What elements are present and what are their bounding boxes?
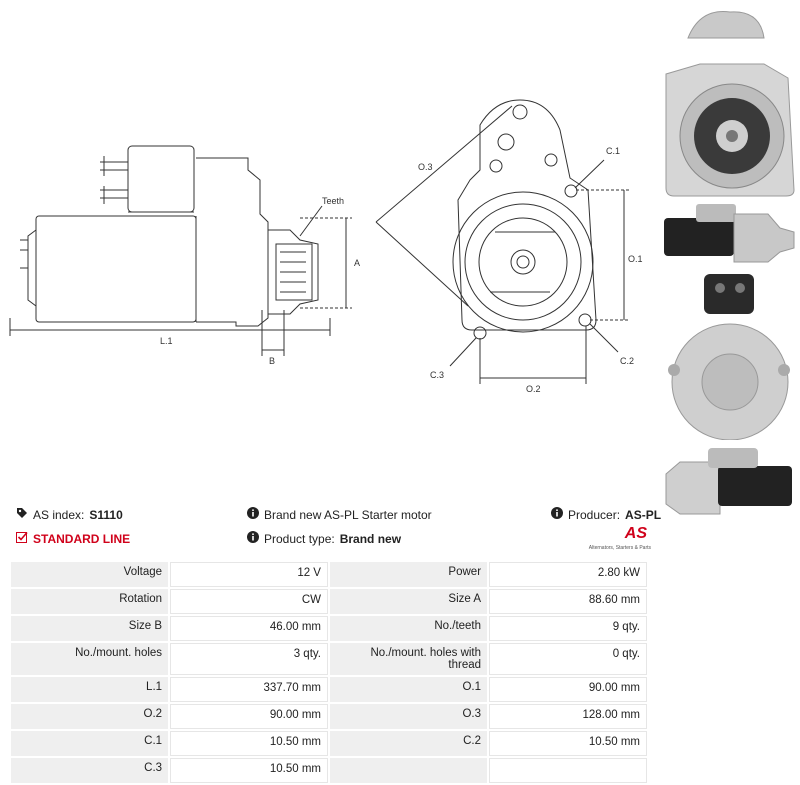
spec-value: 337.70 mm — [170, 677, 328, 702]
spec-value — [489, 758, 647, 783]
check-icon — [16, 531, 28, 546]
spec-label: O.3 — [329, 704, 488, 729]
product-type: Product type: Brand new — [247, 531, 401, 546]
spec-label: Voltage — [11, 562, 169, 587]
spec-value: 10.50 mm — [170, 758, 328, 783]
as-pl-logo: AS Alternators, Starters & Parts — [585, 525, 651, 555]
technical-drawing: Teeth A B L.1 O.3 C.1 O.1 C.2 C.3 O.2 — [9, 99, 643, 394]
spec-value: 2.80 kW — [489, 562, 647, 587]
spec-label: No./teeth — [329, 616, 488, 641]
standard-line-text: STANDARD LINE — [33, 531, 131, 546]
as-index-value: S1110 — [89, 507, 123, 522]
spec-value: 10.50 mm — [170, 731, 328, 756]
as-index-label: AS index: — [33, 507, 85, 522]
producer: Producer: AS-PL — [551, 507, 661, 522]
spec-label: C.2 — [329, 731, 488, 756]
product-photo-front — [665, 11, 795, 197]
info-icon — [551, 507, 563, 522]
spec-label: L.1 — [11, 677, 169, 702]
logo-tagline: Alternators, Starters & Parts — [588, 545, 651, 551]
spec-value: 10.50 mm — [489, 731, 647, 756]
spec-value: 128.00 mm — [489, 704, 647, 729]
product-type-label: Product type: — [264, 531, 335, 546]
producer-value: AS-PL — [625, 507, 662, 522]
info-icon — [247, 531, 259, 546]
as-index: AS index: S1110 — [16, 507, 123, 522]
tag-icon — [16, 507, 28, 522]
standard-line: STANDARD LINE — [16, 531, 130, 546]
description-text: Brand new AS-PL Starter motor — [264, 507, 432, 522]
spec-value: 90.00 mm — [170, 704, 328, 729]
product-type-value: Brand new — [339, 531, 402, 546]
label-a: A — [354, 258, 360, 268]
label-l1: L.1 — [160, 336, 173, 346]
spec-label: Rotation — [11, 589, 169, 614]
spec-label: Power — [329, 562, 488, 587]
product-photo-angle — [665, 448, 792, 515]
spec-value: 3 qty. — [170, 643, 328, 675]
product-photo-side — [664, 204, 795, 263]
product-description: Brand new AS-PL Starter motor — [247, 507, 432, 522]
product-photo-rear — [668, 274, 790, 440]
spec-value: 12 V — [170, 562, 328, 587]
producer-label: Producer: — [568, 507, 621, 522]
logo-mark: AS — [624, 525, 647, 542]
spec-label: No./mount. holes with thread — [329, 643, 488, 675]
spec-label: O.2 — [11, 704, 169, 729]
spec-value: 9 qty. — [489, 616, 647, 641]
label-o1: O.1 — [628, 254, 643, 264]
label-b: B — [269, 356, 275, 366]
spec-value: CW — [170, 589, 328, 614]
label-c2: C.2 — [620, 356, 634, 366]
label-o2: O.2 — [526, 384, 541, 394]
info-icon — [247, 507, 259, 522]
spec-label: No./mount. holes — [11, 643, 169, 675]
spec-label: C.1 — [11, 731, 169, 756]
spec-label: C.3 — [11, 758, 169, 783]
spec-label — [329, 758, 488, 783]
spec-value: 0 qty. — [489, 643, 647, 675]
spec-label: Size B — [11, 616, 169, 641]
label-c3: C.3 — [430, 370, 444, 380]
label-teeth: Teeth — [322, 196, 344, 206]
spec-label: Size A — [329, 589, 488, 614]
label-c1: C.1 — [606, 146, 620, 156]
spec-value: 88.60 mm — [489, 589, 647, 614]
label-o3: O.3 — [418, 162, 433, 172]
spec-value: 90.00 mm — [489, 677, 647, 702]
spec-label: O.1 — [329, 677, 488, 702]
spec-value: 46.00 mm — [170, 616, 328, 641]
